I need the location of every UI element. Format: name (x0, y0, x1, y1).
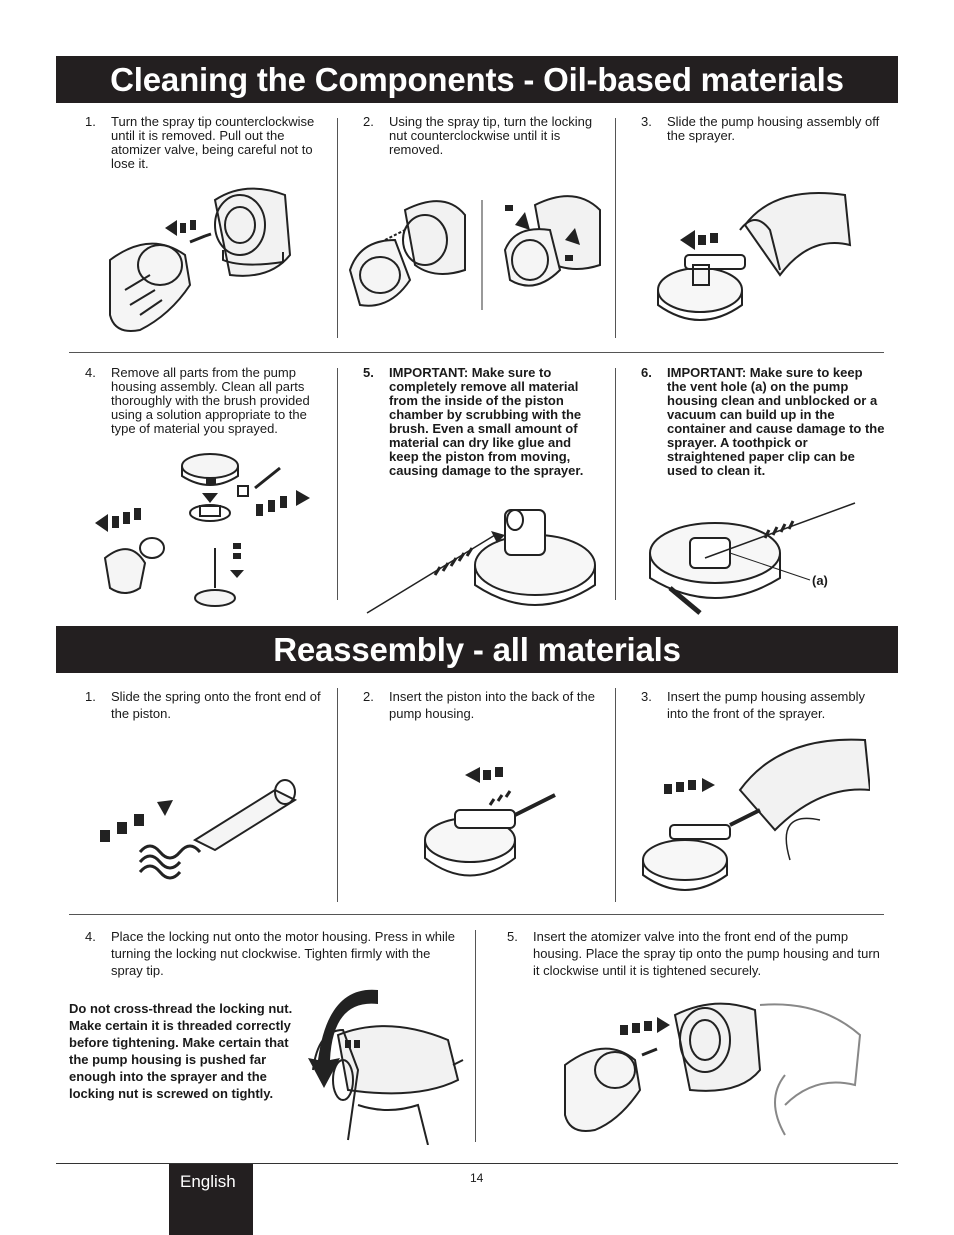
section-title-reassembly: Reassembly - all materials (56, 626, 898, 673)
step-number: 3. (641, 114, 652, 129)
pump-housing-removal-illustration (657, 192, 852, 321)
page-number: 14 (470, 1171, 484, 1185)
step-number: 6. (641, 365, 652, 380)
step-text: Insert the piston into the back of the p… (389, 689, 595, 721)
section-title-cleaning: Cleaning the Components - Oil-based mate… (56, 56, 898, 103)
housing-into-sprayer-illustration (642, 738, 870, 891)
footer-rule (56, 1163, 898, 1164)
spray-tip-removal-illustration (109, 187, 292, 332)
row-divider (69, 352, 884, 353)
step-number: 3. (641, 689, 652, 704)
vent-hole-illustration (649, 502, 856, 615)
step-text: Slide the pump housing assembly off the … (667, 114, 880, 143)
column-divider (337, 118, 338, 338)
step-text: Slide the spring onto the front end of t… (111, 689, 321, 721)
step-text: Using the spray tip, turn the locking nu… (389, 114, 593, 157)
step-text: Turn the spray tip counterclockwise unti… (111, 114, 315, 171)
step-text: Place the locking nut onto the motor hou… (111, 929, 455, 978)
locking-nut-tightening-illustration (308, 989, 464, 1145)
brush-cleaning-illustration (366, 509, 596, 614)
step-number: 1. (85, 114, 96, 129)
step-text: IMPORTANT: Make sure to completely remov… (389, 365, 584, 478)
column-divider (615, 368, 616, 600)
spring-piston-illustration (100, 779, 298, 880)
step-text: Remove all parts from the pump housing a… (111, 365, 310, 436)
cross-thread-warning: Do not cross-thread the locking nut. Mak… (69, 1001, 293, 1101)
step-number: 2. (363, 114, 374, 129)
column-divider (615, 688, 616, 902)
step-number: 4. (85, 929, 96, 944)
step-number: 5. (363, 365, 374, 380)
atomizer-spray-tip-illustration (564, 1002, 862, 1136)
step-text: IMPORTANT: Make sure to keep the vent ho… (667, 365, 885, 478)
step-number: 4. (85, 365, 96, 380)
row-divider (69, 914, 884, 915)
language-label: English (180, 1172, 236, 1191)
step-number: 2. (363, 689, 374, 704)
step-text: Insert the pump housing assembly into th… (667, 689, 865, 721)
piston-housing-illustration (424, 767, 556, 877)
column-divider (337, 688, 338, 902)
step-number: 5. (507, 929, 518, 944)
column-divider (337, 368, 338, 600)
column-divider (615, 118, 616, 338)
locking-nut-removal-illustration (348, 195, 601, 310)
step-text: Insert the atomizer valve into the front… (533, 929, 880, 978)
language-tab: English (169, 1164, 253, 1235)
exploded-parts-illustration (95, 453, 310, 607)
column-divider (475, 930, 476, 1142)
vent-hole-callout: (a) (812, 573, 828, 588)
step-number: 1. (85, 689, 96, 704)
